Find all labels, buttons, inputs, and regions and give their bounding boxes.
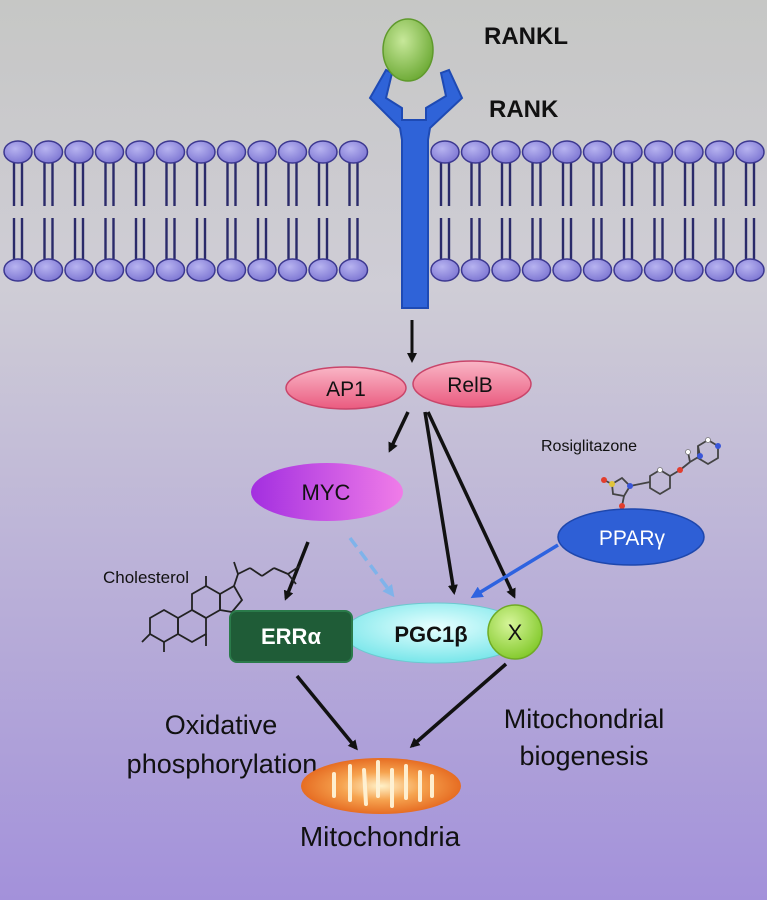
lipid-head	[125, 140, 155, 164]
lipid-head	[338, 140, 369, 164]
rosiglitazone-molecule-icon	[603, 438, 719, 507]
lipid-head	[64, 258, 94, 282]
lipid-head	[94, 258, 125, 282]
ap1-label: AP1	[326, 378, 366, 401]
lipid-head	[277, 140, 308, 164]
rosiglitazone-label: Rosiglitazone	[541, 438, 637, 455]
lipid-head	[216, 140, 247, 164]
lipid-head	[247, 258, 277, 282]
lipid-head	[430, 258, 460, 282]
lipid-head	[64, 140, 94, 164]
arrow-pparg-to-pgc1b	[470, 543, 559, 599]
lipid-head	[552, 140, 582, 164]
erra-node	[229, 610, 353, 663]
lipid-head	[460, 140, 491, 164]
lipid-head	[216, 258, 247, 282]
mito-biogenesis-label-line1: Mitochondrial	[504, 704, 665, 734]
lipid-head	[704, 258, 735, 282]
lipid-head	[643, 258, 674, 282]
lipid-head	[582, 258, 613, 282]
pgc1b-label: PGC1β	[394, 622, 467, 647]
lipid-head	[491, 140, 521, 164]
oxidative-label-line2: phosphorylation	[127, 749, 318, 779]
lipid-head	[247, 140, 277, 164]
lipid-head	[33, 140, 64, 164]
arrow-relb-to-pgc1b	[423, 411, 458, 595]
myc-label: MYC	[302, 480, 351, 505]
lipid-head	[735, 140, 765, 164]
lipid-head	[460, 258, 491, 282]
lipid-head	[613, 140, 643, 164]
lipid-head	[704, 140, 735, 164]
x-node	[487, 604, 543, 660]
pparg-label: PPARγ	[599, 527, 666, 550]
lipid-head	[33, 258, 64, 282]
lipid-head	[155, 140, 186, 164]
lipid-head	[155, 258, 186, 282]
rankl-label: RANKL	[484, 23, 568, 50]
lipid-head	[735, 258, 765, 282]
arrow-x-to-mitochondria	[409, 662, 508, 748]
lipid-head	[3, 140, 33, 164]
arrow-myc-to-pgc1b-dashed	[348, 536, 395, 598]
lipid-head	[277, 258, 308, 282]
lipid-head	[338, 258, 369, 282]
lipid-head	[186, 258, 216, 282]
lipid-head	[308, 258, 338, 282]
lipid-head	[186, 140, 216, 164]
lipid-head	[674, 258, 704, 282]
mitochondria-icon	[301, 758, 461, 814]
lipid-head	[613, 258, 643, 282]
rosiglitazone-atoms	[601, 437, 721, 509]
relb-label: RelB	[447, 374, 493, 397]
arrow-erra-to-mitochondria	[295, 674, 358, 751]
lipid-head	[552, 258, 582, 282]
lipid-head	[94, 140, 125, 164]
arrow-myc-to-erra	[283, 541, 310, 601]
cholesterol-label: Cholesterol	[103, 568, 189, 587]
x-label: X	[508, 620, 523, 645]
erra-label: ERRα	[261, 624, 321, 649]
lipid-head	[521, 258, 552, 282]
lipid-head	[582, 140, 613, 164]
rankl-ligand	[382, 18, 434, 82]
oxidative-label-line1: Oxidative	[165, 710, 278, 740]
mitochondria-label: Mitochondria	[300, 821, 461, 852]
lipid-head	[521, 140, 552, 164]
relb-node	[412, 360, 532, 408]
lipid-head	[308, 140, 338, 164]
arrow-relb-to-x	[426, 411, 516, 599]
lipid-head	[3, 258, 33, 282]
ap1-node	[285, 366, 407, 410]
lipid-head	[491, 258, 521, 282]
cell-membrane	[3, 140, 765, 282]
pparg-node	[557, 508, 705, 566]
lipid-head	[430, 140, 460, 164]
lipid-head	[674, 140, 704, 164]
myc-node	[251, 463, 403, 521]
lipid-head	[643, 140, 674, 164]
mitochondria-cristae	[332, 760, 434, 808]
mito-biogenesis-label-line2: biogenesis	[519, 741, 648, 771]
rank-receptor	[368, 68, 464, 309]
cholesterol-structure-icon	[141, 561, 301, 652]
lipid-head	[125, 258, 155, 282]
rank-label: RANK	[489, 96, 559, 123]
arrow-ap1-to-myc	[388, 411, 410, 453]
